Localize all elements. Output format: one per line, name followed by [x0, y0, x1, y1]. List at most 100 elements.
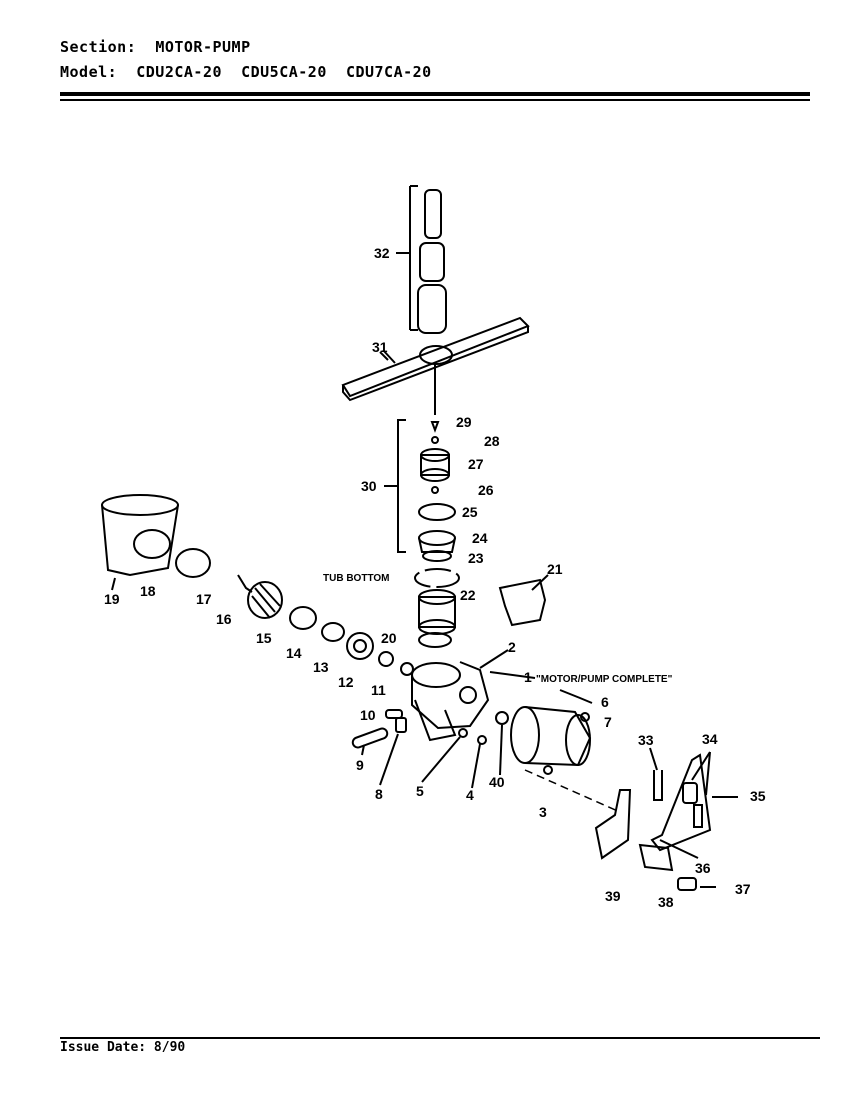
leader-5: [421, 736, 461, 783]
part-37-cap: [677, 877, 697, 891]
callout-15: 15: [256, 630, 272, 646]
part-11-nut: [400, 662, 414, 676]
part-19-inlet-housing: [101, 494, 179, 591]
leader-21: [531, 574, 549, 591]
part-3-screw: [543, 765, 553, 775]
callout-21: 21: [547, 561, 563, 577]
callout-37: 37: [735, 881, 751, 897]
callout-17: 17: [196, 591, 212, 607]
callout-16: 16: [216, 611, 232, 627]
callout-38: 38: [658, 894, 674, 910]
issue-date: Issue Date: 8/90: [60, 1040, 186, 1055]
section-label: Section:: [60, 38, 137, 56]
part-20-clamp: [418, 632, 452, 648]
header-rule-thick: [60, 92, 810, 96]
part-12-washer: [378, 651, 394, 667]
tub-bottom-ring: [414, 568, 460, 588]
part-26-washer: [431, 486, 439, 494]
callout-14: 14: [286, 645, 302, 661]
part-16-filter: [247, 581, 283, 619]
model-3: CDU7CA-20: [345, 63, 432, 81]
callout-28: 28: [484, 433, 500, 449]
leader-9: [361, 744, 365, 756]
part-10-valve: [385, 709, 403, 719]
callout-24: 24: [472, 530, 488, 546]
leader-34b: [705, 751, 711, 796]
part-38-block: [638, 843, 674, 872]
section-value: MOTOR-PUMP: [155, 38, 251, 56]
callout-35: 35: [750, 788, 766, 804]
leader-1: [489, 671, 536, 679]
callout-39: 39: [605, 888, 621, 904]
callout-18: 18: [140, 583, 156, 599]
callout-30: 30: [361, 478, 377, 494]
part-1-motor: [510, 706, 592, 767]
part-33-clip: [653, 770, 663, 801]
leader-40: [499, 724, 503, 776]
callout-3: 3: [539, 804, 547, 820]
section-heading: Section: MOTOR-PUMP: [60, 38, 251, 56]
callout-2: 2: [508, 639, 516, 655]
part-17-wire: [237, 574, 253, 593]
callout-31: 31: [372, 339, 388, 355]
part-28-washer: [431, 436, 439, 444]
callout-tub-bottom: TUB BOTTOM: [323, 573, 389, 584]
part-6-wire: [559, 689, 593, 704]
model-2: CDU5CA-20: [241, 63, 327, 81]
callout-33: 33: [638, 732, 654, 748]
part-25-seal: [418, 503, 456, 521]
part-7-clip: [580, 712, 590, 722]
callout-11: 11: [371, 682, 386, 698]
part-22-coupling: [418, 589, 456, 635]
part-2-pump-housing: [411, 661, 490, 742]
part-21-guard: [498, 578, 547, 627]
callout-1-note: "MOTOR/PUMP COMPLETE": [536, 674, 673, 685]
part-18-clamp: [175, 548, 211, 578]
leader-34a: [691, 751, 711, 781]
callout-20: 20: [381, 630, 397, 646]
callout-25: 25: [462, 504, 478, 520]
callout-4: 4: [466, 787, 474, 803]
model-1: CDU2CA-20: [136, 63, 223, 81]
part-34-bracket: [650, 753, 712, 852]
part-30-bracket: [384, 419, 406, 553]
leader-36: [659, 839, 699, 859]
part-29-screw: [430, 421, 440, 433]
callout-22: 22: [460, 587, 476, 603]
model-label: Model:: [60, 63, 118, 81]
part-14-seal: [321, 622, 345, 642]
part-32-spray-tower: [396, 185, 447, 334]
leader-2: [479, 649, 509, 669]
leader-31: [382, 349, 396, 364]
callout-19: 19: [104, 591, 120, 607]
part-15-nut: [289, 606, 317, 630]
callout-29: 29: [456, 414, 472, 430]
callout-9: 9: [356, 757, 364, 773]
callout-36: 36: [695, 860, 711, 876]
part-24-cap: [418, 530, 456, 553]
header-rule-thin: [60, 99, 810, 101]
callout-10: 10: [360, 707, 376, 723]
part-5-washer: [458, 728, 468, 738]
callout-1: 1: [524, 669, 532, 685]
callout-32: 32: [374, 245, 390, 261]
leader-8: [379, 733, 399, 786]
footer-rule: [60, 1037, 820, 1039]
part-23-ring: [422, 550, 452, 562]
callout-7: 7: [604, 714, 612, 730]
callout-27: 27: [468, 456, 484, 472]
part-8-spring: [395, 717, 407, 733]
callout-40: 40: [489, 774, 505, 790]
part-39-bracket: [594, 789, 632, 860]
leader-33: [649, 747, 658, 771]
part-13-impeller: [346, 632, 374, 660]
part-31-spray-arm: [341, 316, 530, 415]
callout-26: 26: [478, 482, 494, 498]
callout-13: 13: [313, 659, 329, 675]
callout-34: 34: [702, 731, 718, 747]
callout-23: 23: [468, 550, 484, 566]
alignment-line: [524, 769, 621, 813]
callout-5: 5: [416, 783, 424, 799]
part-9-hose: [351, 727, 389, 749]
